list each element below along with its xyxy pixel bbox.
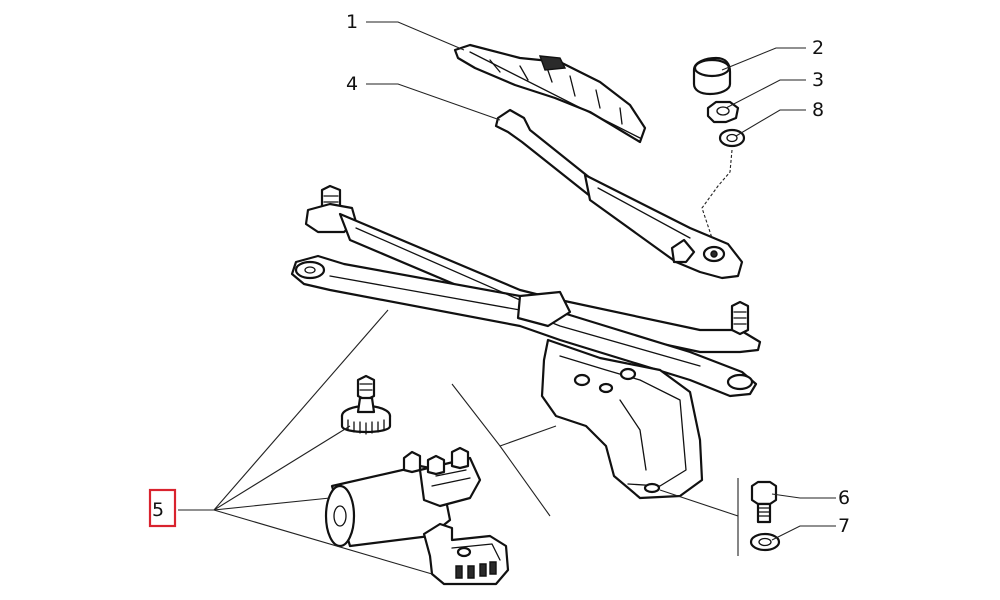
callout-5-label[interactable]: 5: [152, 499, 164, 521]
callout-7-label[interactable]: 7: [838, 515, 850, 537]
callout-3-label[interactable]: 3: [812, 69, 824, 91]
part-7-washer[interactable]: [749, 532, 781, 552]
callout-8-label[interactable]: 8: [812, 99, 824, 121]
leader-lines: [178, 21, 836, 575]
part-5-gear-crank[interactable]: [340, 374, 392, 435]
part-5-wiper-motor[interactable]: [324, 446, 482, 548]
part-6-bolt[interactable]: [750, 480, 778, 524]
part-5-connector-bracket[interactable]: [422, 522, 510, 586]
part-1-wiper-blade[interactable]: [453, 43, 647, 144]
part-3-nut[interactable]: [706, 100, 740, 124]
callout-2-label[interactable]: 2: [812, 37, 824, 59]
callout-labels: 1 2 3 4 5 6 7 8: [152, 11, 850, 537]
callout-1-label[interactable]: 1: [346, 11, 358, 33]
selected-callout-highlight: [148, 488, 177, 528]
part-2-cap[interactable]: [692, 56, 732, 96]
callout-6-label[interactable]: 6: [838, 487, 850, 509]
wiper-linkage-frame[interactable]: [290, 184, 762, 500]
part-8-washer[interactable]: [718, 128, 746, 148]
callout-4-label[interactable]: 4: [346, 73, 358, 95]
part-4-wiper-arm[interactable]: [494, 108, 744, 280]
